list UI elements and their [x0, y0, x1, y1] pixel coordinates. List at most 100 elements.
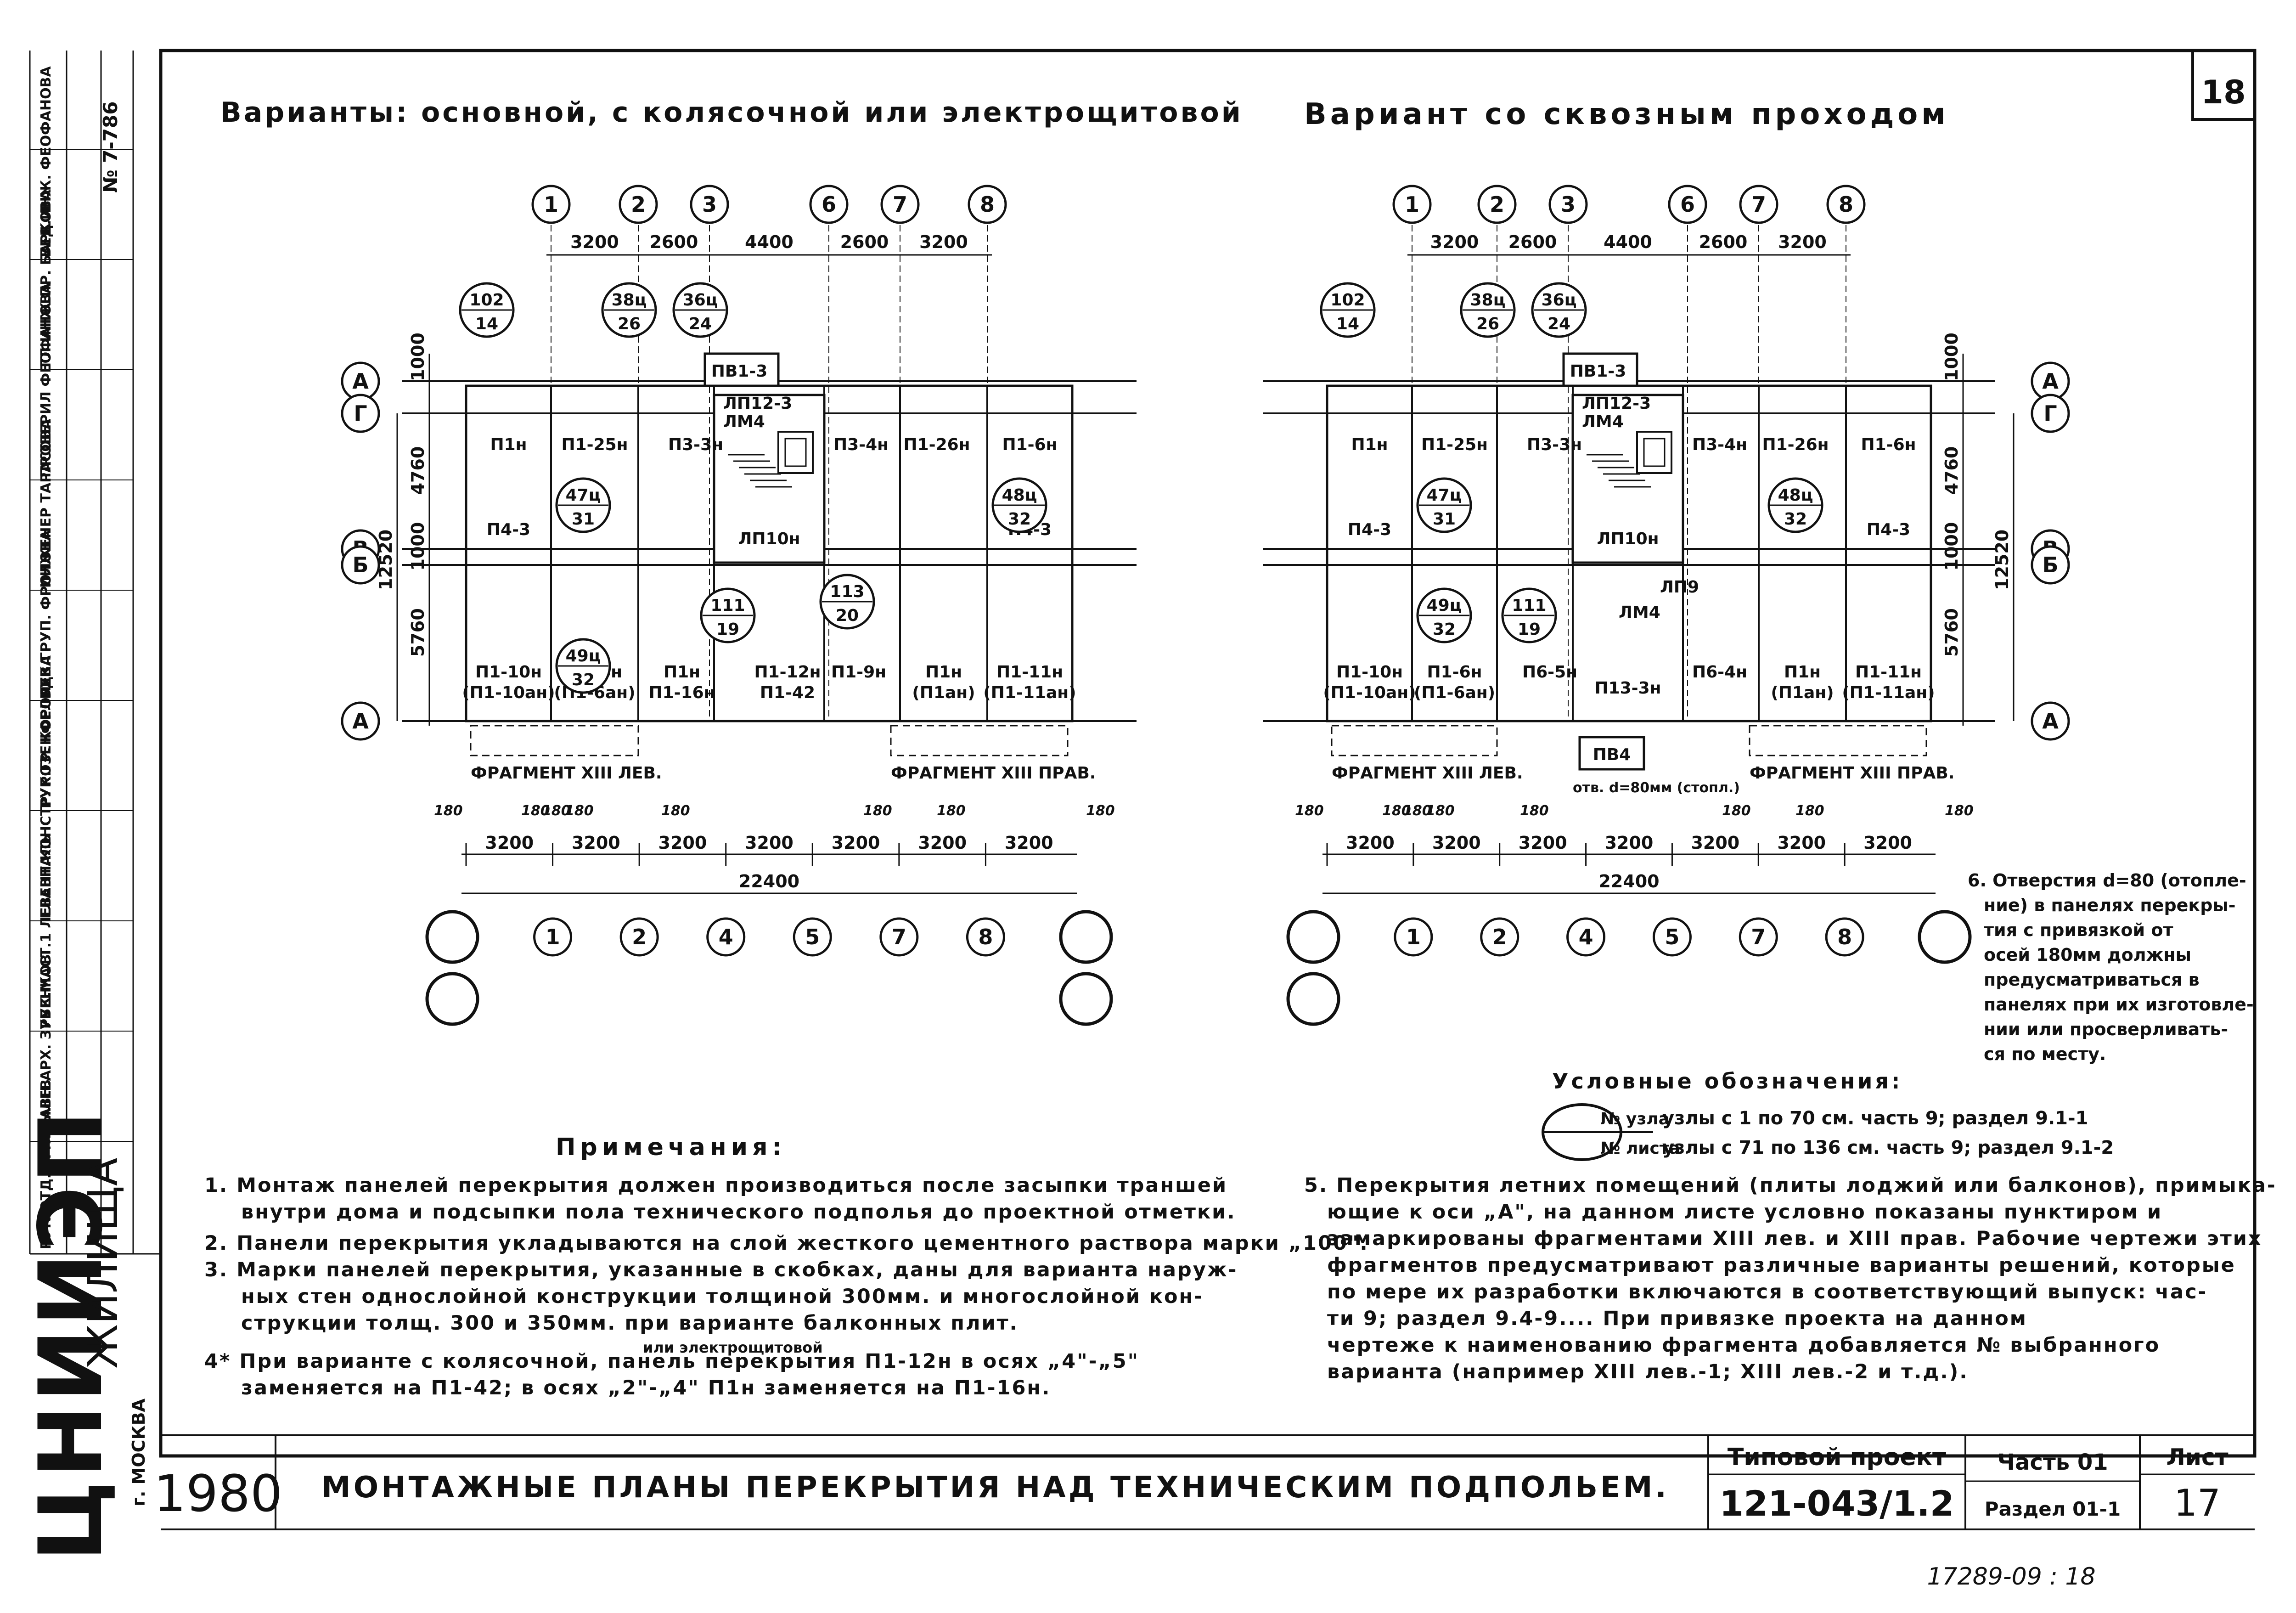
side-dimension: 5760 — [1941, 608, 1962, 657]
axis-bubble — [809, 185, 849, 224]
left-plan-title: Варианты: основной, с колясочной или эле… — [220, 96, 1243, 129]
axis-label: 1 — [1405, 192, 1419, 217]
side-axis-label: А — [352, 709, 369, 733]
note-line: по мере их разработки включаются в соотв… — [1327, 1280, 2207, 1303]
panel-mark: П6-5н — [1522, 663, 1577, 682]
bottom-dimension: 3200 — [745, 833, 793, 853]
top-dimension: 2600 — [1699, 232, 1748, 252]
stamp-entry: ГЛАВН.АРХ. ЗУБЕНКОВ — [38, 954, 54, 1139]
bottom-dimension: 3200 — [1691, 833, 1739, 853]
notes-left-insert: или электрощитовой — [643, 1339, 823, 1356]
ventilation-block — [1562, 352, 1638, 387]
node-sheet: 20 — [836, 606, 859, 625]
note-line: варианта (например XIII лев.-1; XIII лев… — [1327, 1360, 1969, 1383]
note-line: 3. Марки панелей перекрытия, указанные в… — [204, 1258, 1238, 1281]
side-axis-label: Б — [352, 553, 368, 577]
note-6-line: тия с привязкой от — [1984, 920, 2173, 940]
shaft — [1636, 431, 1672, 474]
offset-180: 180 — [1795, 803, 1824, 819]
panel-mark: П1н — [925, 663, 962, 682]
year: 1980 — [154, 1464, 282, 1523]
axis-bubble — [619, 185, 658, 224]
panel-mark: П1-12н — [754, 663, 821, 682]
fragment-left — [1331, 725, 1498, 756]
axis-label: 8 — [980, 192, 995, 217]
part: Часть 01 — [1997, 1449, 2108, 1475]
side-dimension: 1000 — [408, 333, 428, 381]
panel-mark: П1-16н — [648, 683, 715, 702]
top-dimension: 2600 — [840, 232, 889, 252]
fragment-left — [470, 725, 639, 756]
overall-dimension: 12520 — [376, 530, 396, 590]
panel-mark: П3-3н — [1527, 435, 1582, 454]
sheet-title: МОНТАЖНЫЕ ПЛАНЫ ПЕРЕКРЫТИЯ НАД ТЕХНИЧЕСК… — [321, 1471, 1669, 1505]
org-big: ЦНИИЭП — [20, 1108, 122, 1562]
offset-180: 180 — [937, 803, 966, 819]
side-axis-bubble — [2031, 545, 2070, 585]
notes-title: Примечания: — [556, 1134, 786, 1161]
right-plan-title: Вариант со сквозным проходом — [1304, 97, 1949, 131]
legend-title: Условные обозначения: — [1552, 1069, 1902, 1094]
node-sheet: 26 — [1476, 315, 1499, 333]
note-line: струкции толщ. 300 и 350мм. при варианте… — [241, 1312, 1019, 1335]
bottom-dimension: 3200 — [572, 833, 620, 853]
total-dimension: 22400 — [1598, 871, 1659, 891]
note-line: 1. Монтаж панелей перекрытия должен прои… — [204, 1174, 1227, 1197]
bottom-axis-bubble — [706, 917, 746, 957]
end-axis-bubble — [1286, 910, 1340, 964]
axis-label: 6 — [1680, 192, 1695, 217]
total-dimension: 22400 — [739, 871, 799, 891]
end-axis-bubble — [1059, 910, 1113, 964]
stamp-entry: ГЛ.ИНЖ.ПР. БАРКОВА — [38, 189, 54, 367]
panel-mark: П4-3 — [1348, 520, 1391, 539]
axis-label: 2 — [1490, 192, 1504, 217]
shaft-inner — [784, 438, 807, 467]
panel-mark: П13-3н — [1594, 679, 1661, 698]
project-label: Типовой проект — [1728, 1444, 1946, 1471]
note-line: 5. Перекрытия летних помещений (плиты ло… — [1304, 1174, 2277, 1197]
axis-bubble — [1548, 185, 1588, 224]
bottom-axis-bubble — [879, 917, 919, 957]
bottom-dimension: 3200 — [1346, 833, 1395, 853]
note-line: ти 9; раздел 9.4-9.... При привязке прое… — [1327, 1307, 2027, 1330]
axis-bubble — [1392, 185, 1432, 224]
side-dimension: 1000 — [408, 522, 428, 571]
offset-180: 180 — [1382, 803, 1411, 819]
overall-dimension: 12520 — [1992, 530, 2012, 590]
panel-mark: П1-11н — [996, 663, 1063, 682]
side-axis-bubble — [2031, 394, 2070, 433]
ventilation-block — [703, 352, 780, 387]
note-line: внутри дома и подсыпки пола технического… — [241, 1201, 1236, 1224]
stair-mark: ПВ1-3 — [1570, 362, 1626, 381]
section: Раздел 01-1 — [1985, 1498, 2121, 1520]
panel-mark: П3-4н — [1692, 435, 1747, 454]
bottom-dimension: 3200 — [1863, 833, 1912, 853]
bottom-dimension: 3200 — [832, 833, 880, 853]
bottom-axis-bubble — [1394, 917, 1433, 957]
hole-note: отв. d=80мм (стопл.) — [1573, 780, 1740, 796]
axis-bubble — [880, 185, 920, 224]
legend-top: № узла — [1600, 1110, 1670, 1128]
panel-mark: П1-6н — [1002, 435, 1057, 454]
panel-mark: П1-25н — [561, 435, 628, 454]
top-dimension: 4400 — [745, 232, 793, 252]
sheet-label: Лист — [2166, 1444, 2228, 1471]
offset-180: 180 — [565, 803, 594, 819]
fragment-right-label: ФРАГМЕНТ XIII ПРАВ. — [1750, 764, 1954, 783]
stamp-entry: ВЕД.ИНЖ. ФЕОФАНОВА — [38, 66, 54, 257]
side-axis-bubble — [341, 545, 380, 585]
node-number: 49ц — [566, 647, 601, 666]
node-number: 102 — [1330, 291, 1365, 310]
node-sheet: 26 — [618, 315, 641, 333]
offset-180: 180 — [1426, 803, 1455, 819]
node-number: 36ц — [683, 291, 718, 310]
node-number: 49ц — [1427, 596, 1462, 615]
panel-mark: П6-4н — [1692, 663, 1747, 682]
node-number: 48ц — [1002, 486, 1037, 505]
panel-mark: (П1-10ан) — [462, 683, 555, 702]
offset-180: 180 — [863, 803, 892, 819]
panel-mark: (П1-10ан) — [1323, 683, 1416, 702]
stair-mark: ЛП12-3 — [723, 394, 792, 413]
